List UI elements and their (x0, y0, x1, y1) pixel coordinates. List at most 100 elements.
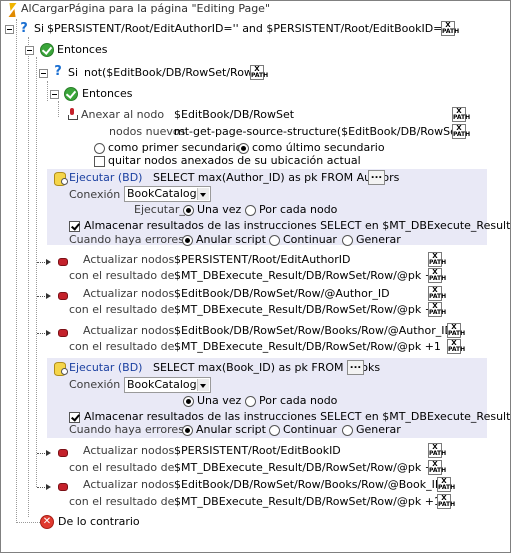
error-continue-label: Continuar (283, 423, 337, 436)
error-continue-radio[interactable] (269, 235, 280, 246)
update-node-icon (58, 329, 68, 337)
new-nodes-expression[interactable]: mt-get-page-source-structure($EditBook/D… (174, 125, 466, 138)
question-icon: ? (54, 64, 62, 79)
collapse-then1-toggle[interactable] (25, 46, 34, 55)
run-each-label: Por cada nodo (259, 394, 338, 407)
last-child-label: como último secundario (252, 141, 385, 154)
result-label: con el resultado de (69, 495, 175, 508)
result-label: con el resultado de (69, 340, 175, 353)
database-icon (53, 171, 68, 186)
connection-label: Conexión (69, 378, 121, 391)
run-each-radio[interactable] (245, 205, 256, 216)
sql-edit-button[interactable]: ... (347, 360, 364, 375)
collapse-if1-toggle[interactable] (5, 25, 14, 34)
store-results-label: Almacenar resultados de las instruccione… (84, 410, 511, 423)
update-label: Actualizar nodos (83, 478, 175, 491)
update-node-icon (58, 292, 68, 300)
db-execute-label: Ejecutar (BD) (69, 361, 143, 374)
update-result[interactable]: $MT_DBExecute_Result/DB/RowSet/Row/@pk +… (174, 461, 441, 474)
append-target-node[interactable]: $EditBook/DB/RowSet (174, 108, 295, 121)
if1-condition[interactable]: $PERSISTENT/Root/EditAuthorID='' and $PE… (47, 22, 449, 35)
chevron-down-icon (197, 379, 209, 391)
on-error-label: Cuando haya errores (69, 233, 184, 246)
store-results-checkbox[interactable] (69, 221, 80, 232)
check-icon (64, 87, 78, 101)
arrow-right-icon (37, 293, 51, 301)
db-execute-panel (47, 169, 487, 245)
connection-dropdown[interactable]: BookCatalog3 (124, 377, 211, 393)
run-once-radio[interactable] (183, 396, 194, 407)
update-result[interactable]: $MT_DBExecute_Result/DB/RowSet/Row/@pk +… (174, 340, 441, 353)
sql-statement[interactable]: SELECT max(Author_ID) as pk FROM Authors (153, 171, 400, 184)
update-result[interactable]: $MT_DBExecute_Result/DB/RowSet/Row/@pk +… (174, 269, 441, 282)
error-abort-label: Anular script (196, 423, 266, 436)
error-throw-radio[interactable] (342, 235, 353, 246)
run-once-radio[interactable] (183, 205, 194, 216)
last-child-radio[interactable] (238, 143, 249, 154)
error-continue-label: Continuar (283, 233, 337, 246)
first-child-label: como primer secundario (108, 141, 243, 154)
append-node-icon (67, 108, 78, 122)
update-label: Actualizar nodos (83, 287, 175, 300)
then1-label: Entonces (57, 43, 108, 56)
result-label: con el resultado de (69, 303, 175, 316)
else-label: De lo contrario (58, 515, 140, 528)
collapse-then2-toggle[interactable] (50, 90, 59, 99)
error-icon: ✕ (40, 515, 54, 529)
update-node-icon (58, 449, 68, 457)
sql-edit-button[interactable]: ... (368, 170, 385, 185)
chevron-down-icon (197, 188, 209, 200)
db-execute-label: Ejecutar (BD) (69, 171, 143, 184)
update-result[interactable]: $MT_DBExecute_Result/DB/RowSet/Row/@pk +… (174, 495, 441, 508)
connection-label: Conexión (69, 188, 121, 201)
remove-appended-checkbox[interactable] (94, 156, 105, 167)
arrow-right-icon (37, 259, 51, 267)
update-result[interactable]: $MT_DBExecute_Result/DB/RowSet/Row/@pk +… (174, 303, 441, 316)
tree-line (58, 101, 59, 117)
on-error-label: Cuando haya errores (69, 423, 184, 436)
update-label: Actualizar nodos (83, 324, 175, 337)
arrow-right-icon (37, 330, 51, 338)
append-label: Anexar al nodo (81, 108, 165, 121)
connection-dropdown[interactable]: BookCatalog3 (124, 186, 211, 202)
error-throw-radio[interactable] (342, 425, 353, 436)
question-icon: ? (20, 21, 28, 36)
first-child-radio[interactable] (94, 143, 105, 154)
error-continue-radio[interactable] (269, 425, 280, 436)
store-results-checkbox[interactable] (69, 412, 80, 423)
error-abort-radio[interactable] (182, 235, 193, 246)
if2-condition[interactable]: not($EditBook/DB/RowSet/Row) (84, 66, 258, 79)
error-abort-radio[interactable] (182, 425, 193, 436)
result-label: con el resultado de (69, 461, 175, 474)
update-target[interactable]: $PERSISTENT/Root/EditBookID (174, 444, 341, 457)
arrow-right-icon (37, 484, 51, 492)
error-abort-label: Anular script (196, 233, 266, 246)
run-each-radio[interactable] (245, 396, 256, 407)
update-target[interactable]: $EditBook/DB/RowSet/Row/Books/Row/@Book_… (174, 478, 444, 491)
collapse-if2-toggle[interactable] (39, 69, 48, 78)
update-label: Actualizar nodos (83, 444, 175, 457)
update-target[interactable]: $EditBook/DB/RowSet/Row/Books/Row/@Autho… (174, 324, 453, 337)
new-nodes-label: nodos nuevos (109, 125, 186, 138)
update-target[interactable]: $EditBook/DB/RowSet/Row/@Author_ID (174, 287, 390, 300)
sql-statement[interactable]: SELECT max(Book_ID) as pk FROM Books (153, 361, 381, 374)
tree-line (16, 522, 40, 523)
database-icon (53, 361, 68, 376)
update-target[interactable]: $PERSISTENT/Root/EditAuthorID (174, 253, 351, 266)
tree-line (16, 19, 17, 523)
